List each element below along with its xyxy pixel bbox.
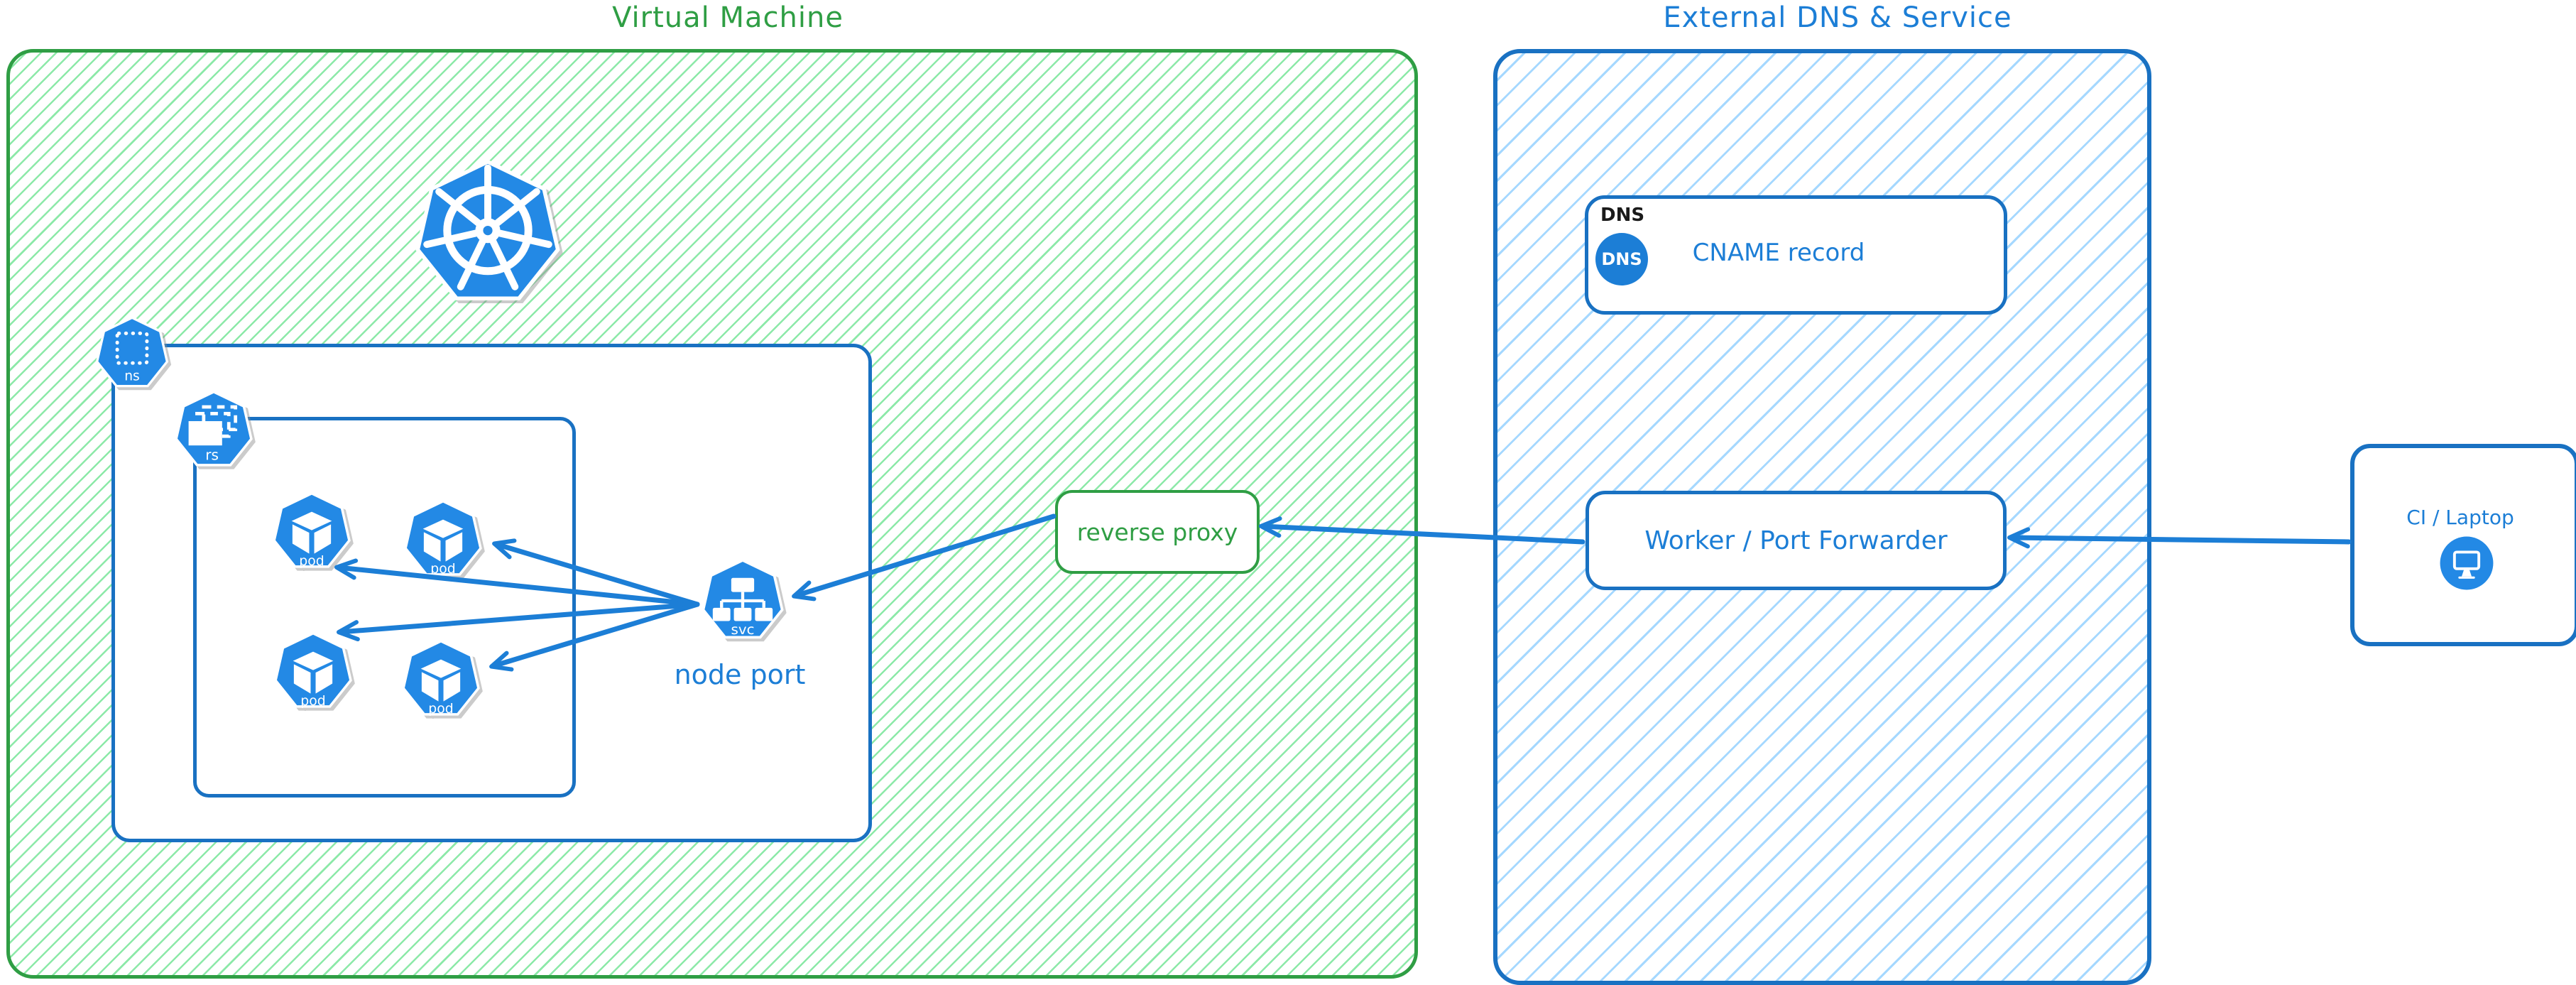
namespace-icon: ns	[96, 316, 168, 388]
dns-heading: DNS	[1600, 205, 1645, 226]
dns-icon: DNS	[1595, 233, 1648, 285]
replicaset-icon: rs	[175, 390, 253, 467]
kubernetes-logo-icon	[410, 156, 566, 312]
external-dns-title: External DNS & Service	[1663, 1, 2012, 34]
ci-laptop-label: CI / Laptop	[2406, 506, 2514, 529]
virtual-machine-title: Virtual Machine	[612, 1, 844, 34]
cname-record-label: CNAME record	[1692, 239, 1865, 267]
reverse-proxy-label: reverse proxy	[1076, 518, 1238, 546]
worker-label: Worker / Port Forwarder	[1644, 526, 1948, 555]
pod-badge-label: pod	[428, 701, 453, 717]
monitor-icon	[2440, 536, 2494, 590]
pod-badge-label: pod	[299, 553, 324, 569]
dns-badge-label: DNS	[1601, 249, 1642, 269]
pod-badge-label: pod	[300, 693, 325, 709]
cname-record-node	[1585, 195, 2007, 315]
pod-icon: pod	[273, 491, 351, 569]
service-badge-label: svc	[731, 621, 755, 638]
pod-icon: pod	[274, 631, 352, 709]
pod-icon: pod	[404, 499, 482, 577]
replicaset-box	[193, 417, 576, 798]
service-icon: svc	[702, 559, 784, 639]
node-port-label: node port	[674, 659, 806, 690]
pod-icon: pod	[402, 639, 480, 717]
replicaset-badge-label: rs	[205, 446, 219, 463]
reverse-proxy-node: reverse proxy	[1055, 490, 1260, 574]
worker-port-forwarder-node: Worker / Port Forwarder	[1586, 491, 2007, 590]
namespace-badge-label: ns	[124, 369, 140, 383]
pod-badge-label: pod	[430, 561, 455, 577]
